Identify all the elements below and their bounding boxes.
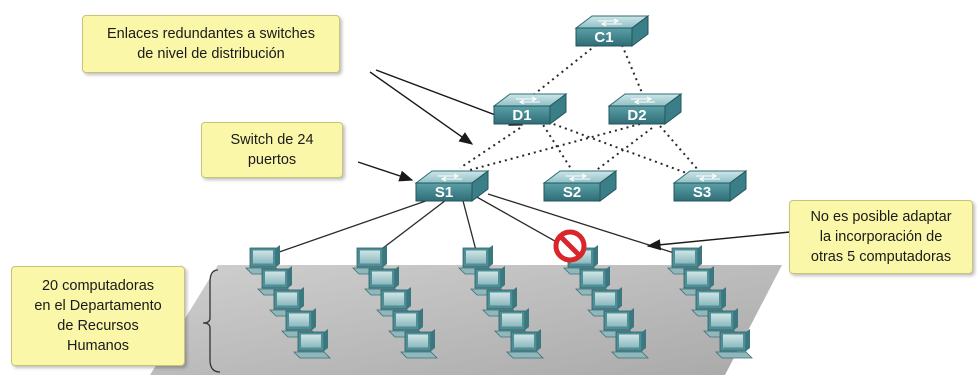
- computer-icon: [400, 329, 438, 359]
- callout-arrows: [357, 69, 791, 251]
- callout-redundant-links-line2: de nivel de distribución: [137, 46, 285, 62]
- callout-redundant-links-line1: Enlaces redundantes a switches: [107, 26, 315, 42]
- callout-hr-computers-line2: en el Departamento: [34, 298, 162, 314]
- computer-grid: [245, 245, 753, 359]
- callout-hr-computers: 20 computadoras en el Departamento de Re…: [11, 266, 185, 366]
- callout-switch-24-line1: Switch de 24: [230, 132, 314, 148]
- callout-hr-computers-line3: de Recursos: [57, 318, 139, 334]
- switch-s3-label: S3: [693, 184, 711, 201]
- switch-s2-label: S2: [563, 184, 581, 201]
- switch-s1-label: S1: [435, 184, 453, 201]
- hr-bracket: [202, 269, 221, 373]
- callout-redundant-links: Enlaces redundantes a switches de nivel …: [82, 15, 340, 73]
- computer-icon: [703, 308, 741, 338]
- redundant-links: [459, 44, 706, 179]
- switch-c1-label: C1: [594, 29, 613, 46]
- computer-icon: [293, 329, 331, 359]
- switch-c1-icon: C1: [574, 15, 650, 47]
- switch-s1-icon: S1: [414, 170, 490, 202]
- computer-icon: [611, 329, 649, 359]
- callout-cannot-add-line2: la incorporación de: [819, 229, 943, 245]
- prohibited-icon: [553, 229, 587, 263]
- callout-switch-24: Switch de 24 puertos: [201, 122, 343, 178]
- callout-hr-computers-line4: Humanos: [66, 338, 130, 354]
- callout-cannot-add-line1: No es posible adaptar: [810, 209, 952, 225]
- switch-d2-icon: D2: [607, 93, 683, 125]
- switch-d1-icon: D1: [492, 93, 568, 125]
- switch-s3-icon: S3: [672, 170, 748, 202]
- callout-hr-computers-line1: 20 computadoras: [41, 278, 155, 294]
- computer-icon: [715, 329, 753, 359]
- switch-d1-label: D1: [512, 107, 531, 124]
- computer-icon: [506, 329, 544, 359]
- computer-icon: [470, 266, 508, 296]
- switch-s2-icon: S2: [542, 170, 618, 202]
- callout-cannot-add: No es posible adaptar la incorporación d…: [789, 200, 973, 274]
- switch-d2-label: D2: [627, 107, 646, 124]
- callout-switch-24-line2: puertos: [247, 152, 297, 168]
- callout-cannot-add-line3: otras 5 computadoras: [810, 249, 952, 265]
